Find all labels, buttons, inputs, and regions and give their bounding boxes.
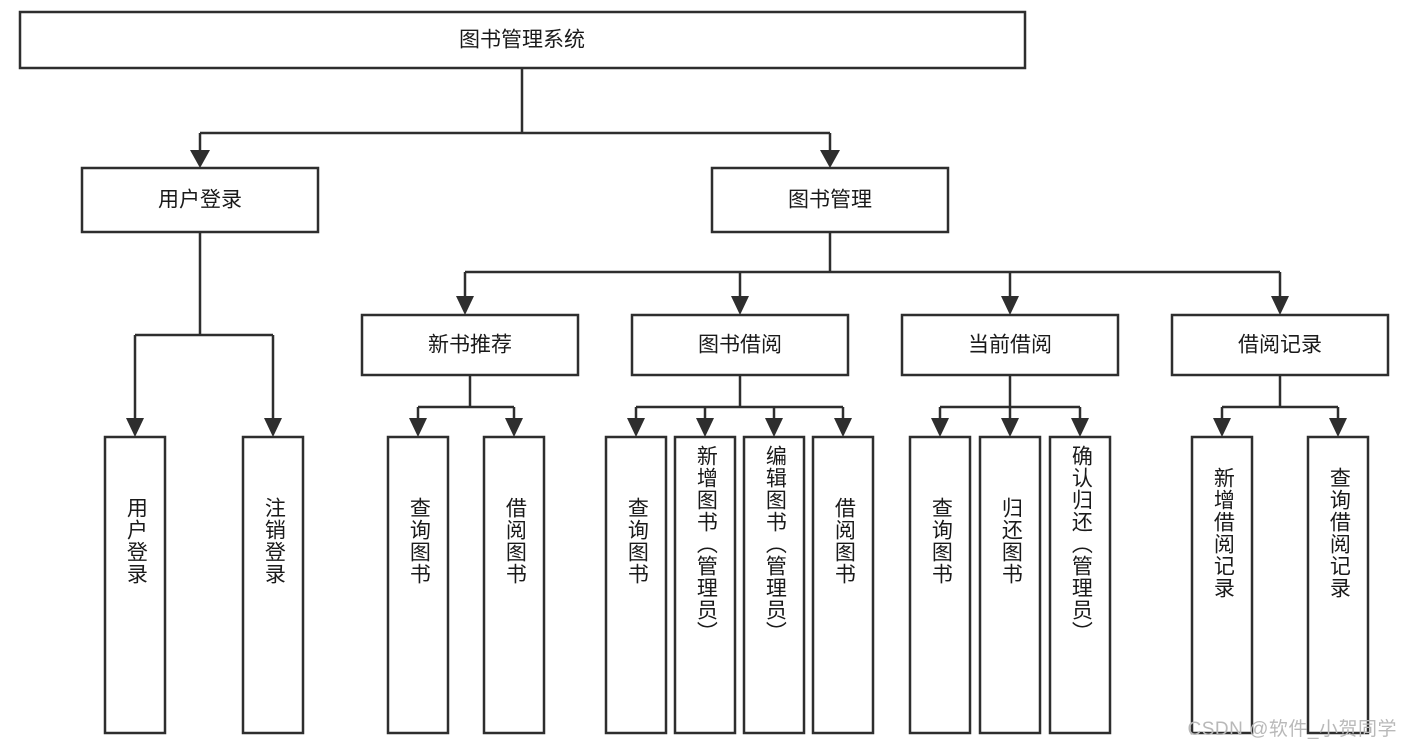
node-current-borrow[interactable]: 当前借阅 [900,313,1120,377]
node-root-box[interactable] [18,10,1027,70]
leaf-box-current-borrow-1[interactable] [978,435,1042,735]
arrowhead-user-login [190,150,210,168]
node-borrow-record[interactable]: 借阅记录 [1170,313,1390,377]
node-current-borrow-box[interactable] [900,313,1120,377]
node-book-manage-box[interactable] [710,166,950,234]
leaf-box-book-borrow-2[interactable] [742,435,806,735]
arrowhead-l3-3 [1271,296,1289,315]
arrowhead-bb-leaf-0 [627,418,645,437]
leaf-box-new-book-recommend-0[interactable] [386,435,450,735]
node-user-login-box[interactable] [80,166,320,234]
arrowhead-nbr-leaf-1 [505,418,523,437]
arrowhead-ul-leaf-1 [264,418,282,437]
node-new-book-recommend[interactable]: 新书推荐 [360,313,580,377]
node-book-borrow-label: 图书借阅 [698,334,782,357]
arrowhead-bb-leaf-3 [834,418,852,437]
arrowhead-bb-leaf-1 [696,418,714,437]
leaf-box-book-borrow-0[interactable] [604,435,668,735]
arrowhead-book-manage [820,150,840,168]
node-user-login[interactable]: 用户登录 [80,166,320,234]
arrowhead-l3-2 [1001,296,1019,315]
arrowhead-l3-0 [456,296,474,315]
arrowhead-cb-leaf-1 [1001,418,1019,437]
node-book-borrow[interactable]: 图书借阅 [630,313,850,377]
node-book-borrow-box[interactable] [630,313,850,377]
arrowhead-nbr-leaf-0 [409,418,427,437]
edge-group [126,68,1347,437]
node-user-login-label: 用户登录 [158,189,242,212]
arrowhead-br-leaf-1 [1329,418,1347,437]
leaf-box-user-login-0[interactable] [103,435,167,735]
leaf-box-borrow-record-0[interactable] [1190,435,1254,735]
leaf-box-current-borrow-2[interactable] [1048,435,1112,735]
node-book-manage[interactable]: 图书管理 [710,166,950,234]
arrowhead-bb-leaf-2 [765,418,783,437]
node-current-borrow-label: 当前借阅 [968,334,1052,357]
arrowhead-cb-leaf-2 [1071,418,1089,437]
node-new-book-recommend-label: 新书推荐 [428,334,512,357]
node-new-book-recommend-box[interactable] [360,313,580,377]
node-borrow-record-box[interactable] [1170,313,1390,377]
node-root[interactable]: 图书管理系统 [18,10,1027,70]
node-borrow-record-label: 借阅记录 [1238,334,1322,357]
leaf-box-current-borrow-0[interactable] [908,435,972,735]
arrowhead-ul-leaf-0 [126,418,144,437]
node-root-label: 图书管理系统 [459,29,585,52]
leaf-box-user-login-1[interactable] [241,435,305,735]
leaf-box-new-book-recommend-1[interactable] [482,435,546,735]
leaf-box-book-borrow-3[interactable] [811,435,875,735]
node-book-manage-label: 图书管理 [788,189,872,212]
arrowhead-cb-leaf-0 [931,418,949,437]
arrowhead-l3-1 [731,296,749,315]
leaf-box-book-borrow-1[interactable] [673,435,737,735]
watermark: CSDN @软件_小贺同学 [1187,719,1397,740]
leaf-box-borrow-record-1[interactable] [1306,435,1370,735]
arrowhead-br-leaf-0 [1213,418,1231,437]
